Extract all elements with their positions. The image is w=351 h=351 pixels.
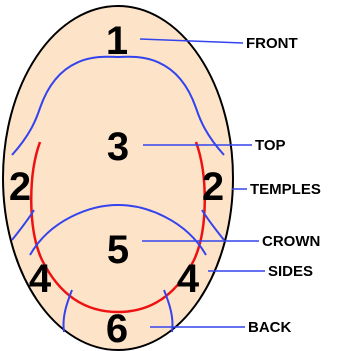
label-back: BACK — [248, 319, 291, 336]
zone-number-front: 1 — [106, 19, 128, 63]
label-crown: CROWN — [262, 233, 320, 250]
zone-number-crown: 5 — [107, 228, 129, 272]
label-top: TOP — [255, 137, 286, 154]
zone-number-back: 6 — [106, 307, 128, 351]
label-sides: SIDES — [268, 263, 313, 280]
zone-number-temples-right: 2 — [202, 165, 224, 209]
label-front: FRONT — [246, 35, 298, 52]
zone-number-top: 3 — [107, 125, 129, 169]
label-temples: TEMPLES — [250, 181, 321, 198]
zone-number-sides-right: 4 — [177, 257, 200, 301]
zone-number-temples-left: 2 — [9, 165, 31, 209]
zone-number-sides-left: 4 — [29, 257, 52, 301]
